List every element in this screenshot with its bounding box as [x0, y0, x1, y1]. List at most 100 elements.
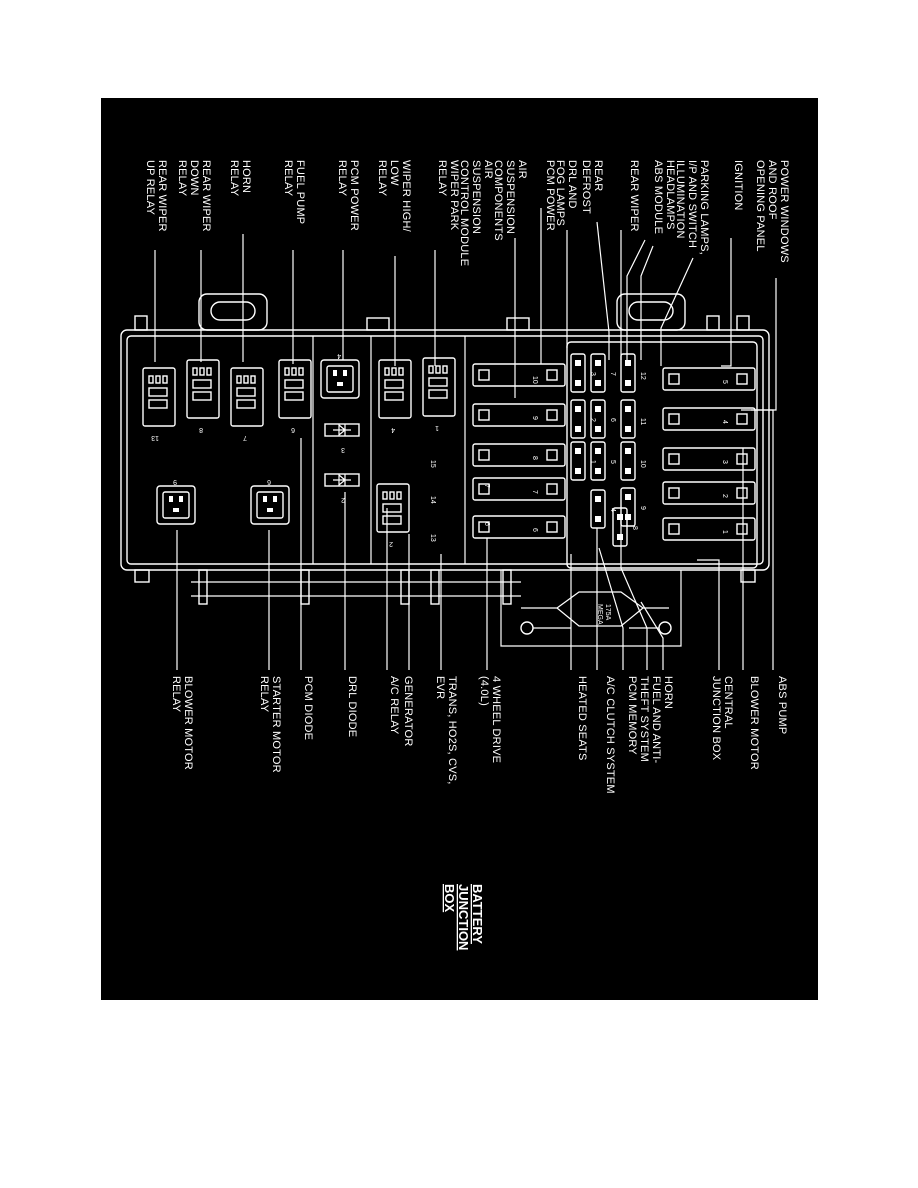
- pcm-diode: 3: [324, 423, 360, 453]
- maxi-fuse-10-number: 10: [531, 376, 538, 384]
- maxi-fuse-4-number: 4: [721, 420, 728, 424]
- maxi-fuse-8-number: 8: [531, 456, 538, 460]
- small-number-14: 14: [429, 496, 436, 504]
- bottom-leader-4: [640, 601, 664, 670]
- bottom-label-3-line-2: JUNCTION BOX: [710, 676, 722, 761]
- bottom-label-14: PCM DIODE: [302, 676, 314, 740]
- relay-8: 8: [186, 359, 220, 433]
- mini-fuse-12-number: 12: [639, 372, 646, 380]
- mini-fuse-2-number: 2: [589, 418, 596, 422]
- bottom-leader-1: [741, 409, 774, 670]
- top-label-3-line-1: PARKING LAMPS,: [698, 160, 710, 255]
- top-label-14-line-1: PCM POWER: [348, 160, 360, 231]
- bottom-label-4: HORN: [662, 676, 674, 709]
- bottom-label-7: A/C CLUTCH SYSTEM: [604, 676, 616, 794]
- top-leader-5: [626, 239, 646, 360]
- bottom-label-9: 4 WHEEL DRIVE(4.0L): [478, 676, 502, 763]
- mini-fuse-10-number: 10: [639, 460, 646, 468]
- top-label-3-line-2: I/P AND SWITCH: [686, 160, 698, 248]
- top-label-1-line-3: OPENING PANEL: [754, 160, 766, 252]
- maxi-fuse-4: 4: [662, 407, 756, 431]
- bottom-label-13: DRL DIODE: [346, 676, 358, 737]
- maxi-fuse-6: 6: [472, 515, 566, 539]
- bottom-label-10: TRANS, HO2S, CVS,EVR: [434, 676, 458, 785]
- bottom-label-10-line-1: TRANS, HO2S, CVS,: [446, 676, 458, 785]
- top-label-11-line-2: SUSPENSION: [470, 160, 482, 234]
- relay-4: 4: [320, 352, 360, 399]
- small-number-7: 7: [483, 484, 490, 488]
- bottom-label-13-line-1: DRL DIODE: [346, 676, 358, 737]
- mini-fuse-3: 3: [570, 353, 596, 393]
- bottom-label-16-line-1: BLOWER MOTOR: [182, 676, 194, 770]
- mini-fuse-8: 8: [612, 507, 638, 547]
- top-label-11-line-3: CONTROL MODULE: [458, 160, 470, 266]
- bottom-leaders: [176, 409, 774, 670]
- bottom-label-5-line-2: THEFT SYSTEM: [638, 676, 650, 762]
- mini-fuse-7: 7: [590, 353, 616, 393]
- bottom-label-15-line-2: RELAY: [258, 676, 270, 713]
- top-label-9-line-1: PCM POWER: [544, 160, 556, 231]
- maxi-fuses: 5 4 3 2 1 10 9 8 7 6: [472, 363, 756, 541]
- maxi-fuse-7-number: 7: [531, 490, 538, 494]
- mini-fuse-6-number: 6: [609, 418, 616, 422]
- mini-fuse-9-number: 9: [639, 506, 646, 510]
- top-label-7-line-1: REAR: [592, 160, 604, 191]
- maxi-fuse-5-number: 5: [721, 380, 728, 384]
- relay-1: 1: [422, 357, 456, 431]
- mini-fuse-10: 10: [620, 441, 646, 481]
- relay-2: 2: [376, 483, 410, 547]
- top-label-16-line-2: RELAY: [228, 160, 240, 197]
- maxi-fuse-6-number: 6: [531, 528, 538, 532]
- top-label-18-line-2: UP RELAY: [144, 160, 156, 215]
- top-label-10-line-3: COMPONENTS: [492, 160, 504, 241]
- small-number-15: 15: [429, 460, 436, 468]
- bottom-label-9-line-1: 4 WHEEL DRIVE: [490, 676, 502, 763]
- top-leader-2: [721, 238, 732, 367]
- bottom-label-7-line-1: A/C CLUTCH SYSTEM: [604, 676, 616, 794]
- bottom-label-2: BLOWER MOTOR: [748, 676, 760, 770]
- relay-6-starter-number: 6: [267, 478, 271, 485]
- bottom-label-12: A/C RELAY: [388, 676, 400, 735]
- maxi-fuse-1: 1: [662, 517, 756, 541]
- relay-4-number: 4: [337, 352, 341, 359]
- mini-fuse-1: 1: [570, 441, 596, 481]
- top-label-12-line-1: WIPER PARK: [448, 160, 460, 231]
- bottom-leader-6: [598, 547, 624, 670]
- bottom-label-2-line-1: BLOWER MOTOR: [748, 676, 760, 770]
- bottom-label-1-line-1: ABS PUMP: [776, 676, 788, 734]
- top-label-13-line-2: LOW: [388, 160, 400, 186]
- bottom-label-8-line-1: HEATED SEATS: [576, 676, 588, 761]
- bottom-label-4-line-1: HORN: [662, 676, 674, 709]
- mini-fuse-3-number: 3: [589, 372, 596, 376]
- bottom-label-11-line-1: GENERATOR: [402, 676, 414, 746]
- mini-fuse-2: 2: [570, 399, 596, 439]
- top-label-1-line-1: POWER WINDOWS: [778, 160, 790, 263]
- top-label-5-line-1: ABS MODULE: [652, 160, 664, 234]
- top-label-9: PCM POWER: [544, 160, 556, 231]
- top-leader-7: [596, 221, 610, 360]
- mini-fuse-4-number: 4: [609, 508, 616, 512]
- bottom-label-9-line-2: (4.0L): [478, 676, 490, 706]
- top-leader-3: [660, 257, 694, 366]
- top-label-14-line-2: RELAY: [336, 160, 348, 197]
- mini-fuse-7-number: 7: [609, 372, 616, 376]
- small-number-6: 6: [483, 522, 490, 526]
- top-label-16-line-1: HORN: [240, 160, 252, 193]
- bottom-label-11: GENERATOR: [402, 676, 414, 746]
- mini-fuse-1-number: 1: [589, 460, 596, 464]
- maxi-fuse-10: 10: [472, 363, 566, 387]
- top-label-4-line-1: HEADLAMPS: [664, 160, 676, 230]
